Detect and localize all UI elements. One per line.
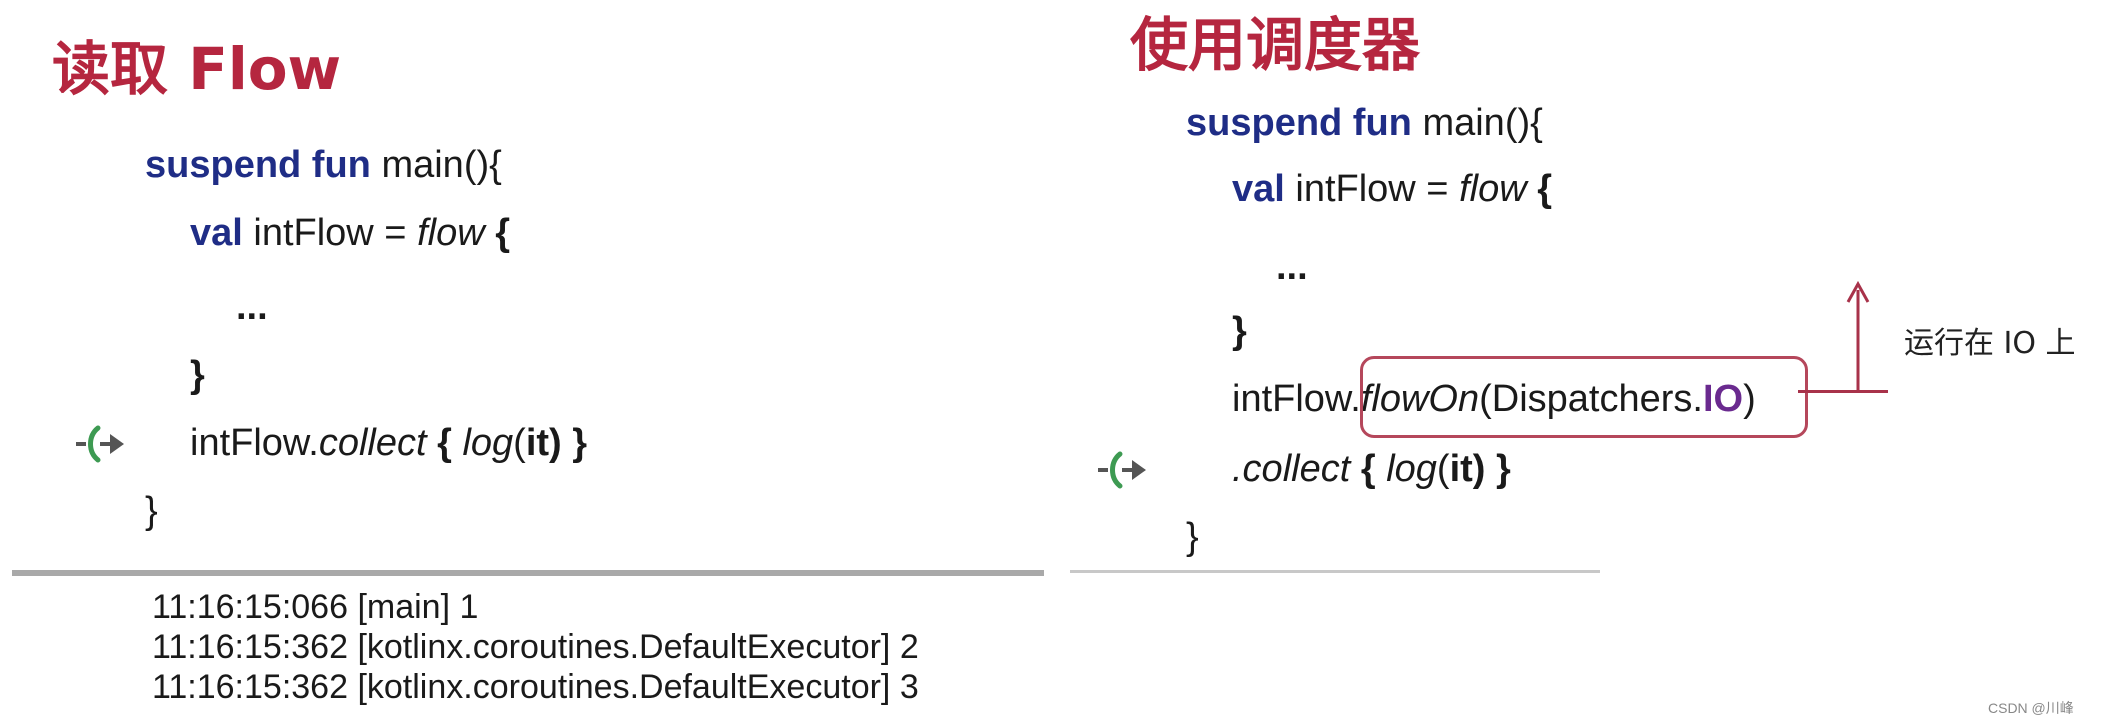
log-line-1: 11:16:15:066 [main] 1 bbox=[152, 588, 479, 626]
left-code-line-4: } bbox=[190, 354, 205, 396]
log-line-2: 11:16:15:362 [kotlinx.coroutines.Default… bbox=[152, 628, 919, 666]
right-code-line-1: suspend fun main(){ bbox=[1186, 104, 1543, 142]
right-code-line-2: val intFlow = flow { bbox=[1232, 170, 1552, 208]
code-text: ( bbox=[513, 422, 526, 464]
code-brace: ) } bbox=[549, 422, 588, 464]
keyword: suspend fun bbox=[1186, 102, 1412, 144]
code-text: ) bbox=[1743, 378, 1756, 420]
suspend-call-icon bbox=[1098, 451, 1146, 489]
left-code-line-2: val intFlow = flow { bbox=[190, 214, 510, 252]
left-code-line-6: } bbox=[145, 490, 158, 532]
code-text: main(){ bbox=[370, 144, 502, 186]
right-code-line-4: } bbox=[1232, 310, 1247, 352]
code-text: intFlow. bbox=[190, 422, 319, 464]
code-italic: flowOn bbox=[1360, 378, 1480, 420]
right-code-line-5: intFlow.flowOn(Dispatchers.IO) bbox=[1232, 380, 1756, 418]
code-brace: ) } bbox=[1472, 448, 1511, 490]
left-code-line-1: suspend fun main(){ bbox=[145, 146, 502, 184]
code-italic: flow bbox=[1459, 168, 1527, 210]
left-code-line-5: intFlow.collect { log(it) } bbox=[190, 424, 587, 462]
keyword: val bbox=[1232, 168, 1285, 210]
log-line-3: 11:16:15:362 [kotlinx.coroutines.Default… bbox=[152, 668, 919, 706]
suspend-call-icon bbox=[76, 425, 124, 463]
keyword: val bbox=[190, 212, 243, 254]
right-code-line-7: } bbox=[1186, 516, 1199, 558]
code-italic: log bbox=[1386, 448, 1437, 490]
up-arrow-icon bbox=[1846, 280, 1870, 392]
code-brace: { bbox=[426, 422, 463, 464]
keyword: suspend fun bbox=[145, 144, 371, 186]
code-text: intFlow. bbox=[1232, 378, 1361, 420]
code-brace: { bbox=[1526, 168, 1552, 210]
arrow-base-line bbox=[1798, 390, 1888, 393]
code-bold: it bbox=[525, 422, 550, 464]
code-bold: it bbox=[1449, 448, 1473, 490]
code-italic: collect bbox=[318, 422, 427, 464]
right-code-line-6: .collect { log(it) } bbox=[1232, 450, 1511, 488]
code-text: intFlow = bbox=[242, 212, 418, 254]
code-text: main(){ bbox=[1411, 102, 1543, 144]
flowon-highlight-box bbox=[1360, 356, 1808, 438]
left-divider bbox=[12, 570, 1044, 576]
code-brace: { bbox=[1350, 448, 1387, 490]
left-title: 读取 Flow bbox=[52, 35, 342, 103]
code-brace: { bbox=[484, 212, 510, 254]
dispatcher-io: IO bbox=[1702, 378, 1744, 420]
code-text: ( bbox=[1436, 448, 1450, 490]
right-code-line-3: ... bbox=[1276, 246, 1308, 288]
credit-text: CSDN @川峰 bbox=[1988, 700, 2074, 716]
io-annotation: 运行在 IO 上 bbox=[1904, 326, 2076, 361]
right-divider bbox=[1070, 570, 1600, 573]
code-italic: log bbox=[462, 422, 514, 464]
code-italic: .collect bbox=[1232, 448, 1351, 490]
code-text: (Dispatchers. bbox=[1479, 378, 1703, 420]
right-title: 使用调度器 bbox=[1130, 11, 1421, 79]
code-italic: flow bbox=[417, 212, 485, 254]
code-text: intFlow = bbox=[1284, 168, 1460, 210]
left-code-line-3: ... bbox=[236, 286, 268, 328]
